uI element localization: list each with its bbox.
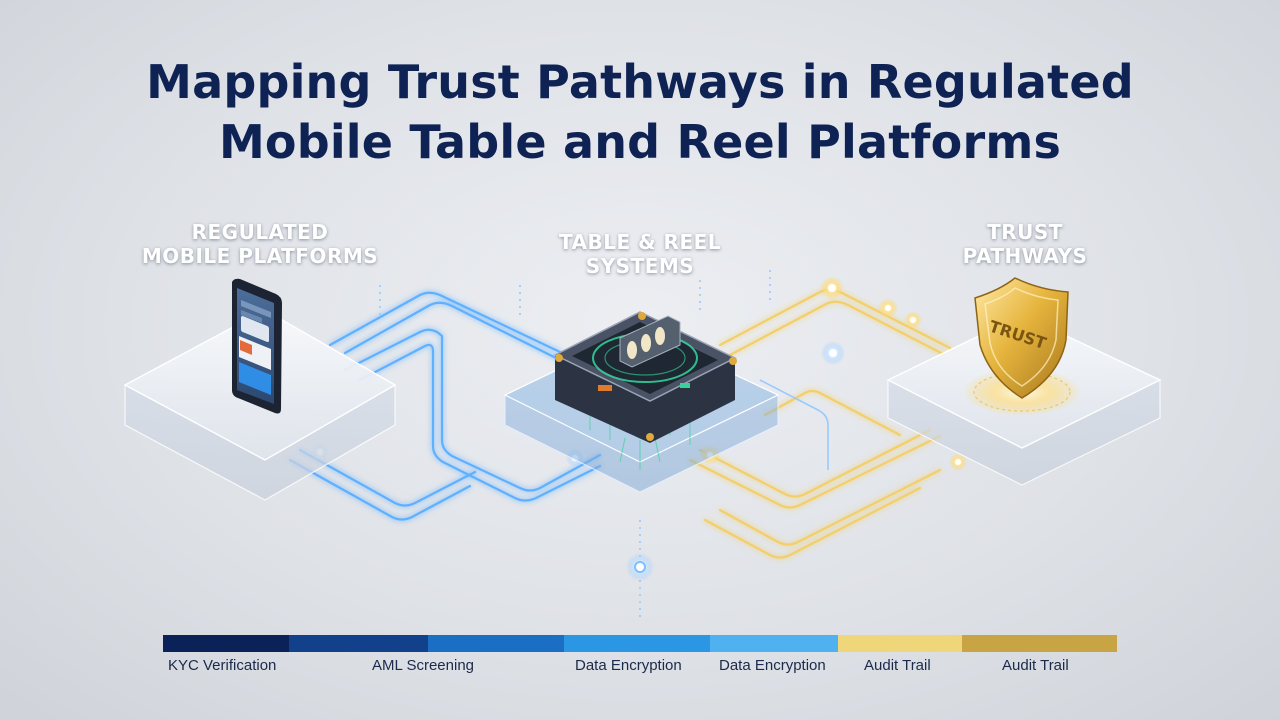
smartphone-icon <box>232 278 282 414</box>
legend-label-encryption-1: Data Encryption <box>575 657 682 674</box>
node-label-center-line-1: TABLE & REEL <box>558 230 722 254</box>
node-label-trust-pathways: TRUST PATHWAYS <box>920 220 1130 268</box>
node-label-table-reel-systems: TABLE & REEL SYSTEMS <box>530 230 750 278</box>
legend-segment <box>962 635 1117 652</box>
node-label-left-line-2: MOBILE PLATFORMS <box>141 244 379 268</box>
legend-segment <box>838 635 962 652</box>
legend-label-audit-2: Audit Trail <box>1002 657 1069 674</box>
legend-labels: KYC Verification AML Screening Data Encr… <box>0 657 1280 677</box>
title-line-2: Mobile Table and Reel Platforms <box>218 115 1062 169</box>
legend-label-aml: AML Screening <box>372 657 474 674</box>
node-label-right-line-2: PATHWAYS <box>962 244 1088 268</box>
node-label-left-line-1: REGULATED <box>191 220 329 244</box>
legend-segment <box>710 635 838 652</box>
slot-machine-chip-icon <box>553 311 737 443</box>
legend-label-kyc: KYC Verification <box>168 657 277 674</box>
page-title: Mapping Trust Pathways in Regulated Mobi… <box>0 52 1280 172</box>
node-label-center-line-2: SYSTEMS <box>585 254 695 278</box>
node-label-right-line-1: TRUST <box>987 220 1063 244</box>
legend-label-encryption-2: Data Encryption <box>719 657 826 674</box>
legend-segment <box>564 635 710 652</box>
legend-segment <box>163 635 289 652</box>
accent-lines <box>379 270 829 620</box>
node-label-regulated-mobile-platforms: REGULATED MOBILE PLATFORMS <box>130 220 390 268</box>
legend-label-audit-1: Audit Trail <box>864 657 931 674</box>
legend-segment <box>428 635 564 652</box>
blue-pathways <box>288 291 602 521</box>
title-line-1: Mapping Trust Pathways in Regulated <box>146 55 1134 109</box>
shield-icon <box>974 277 1069 399</box>
legend-color-bar <box>163 635 1117 652</box>
legend-segment <box>289 635 428 652</box>
